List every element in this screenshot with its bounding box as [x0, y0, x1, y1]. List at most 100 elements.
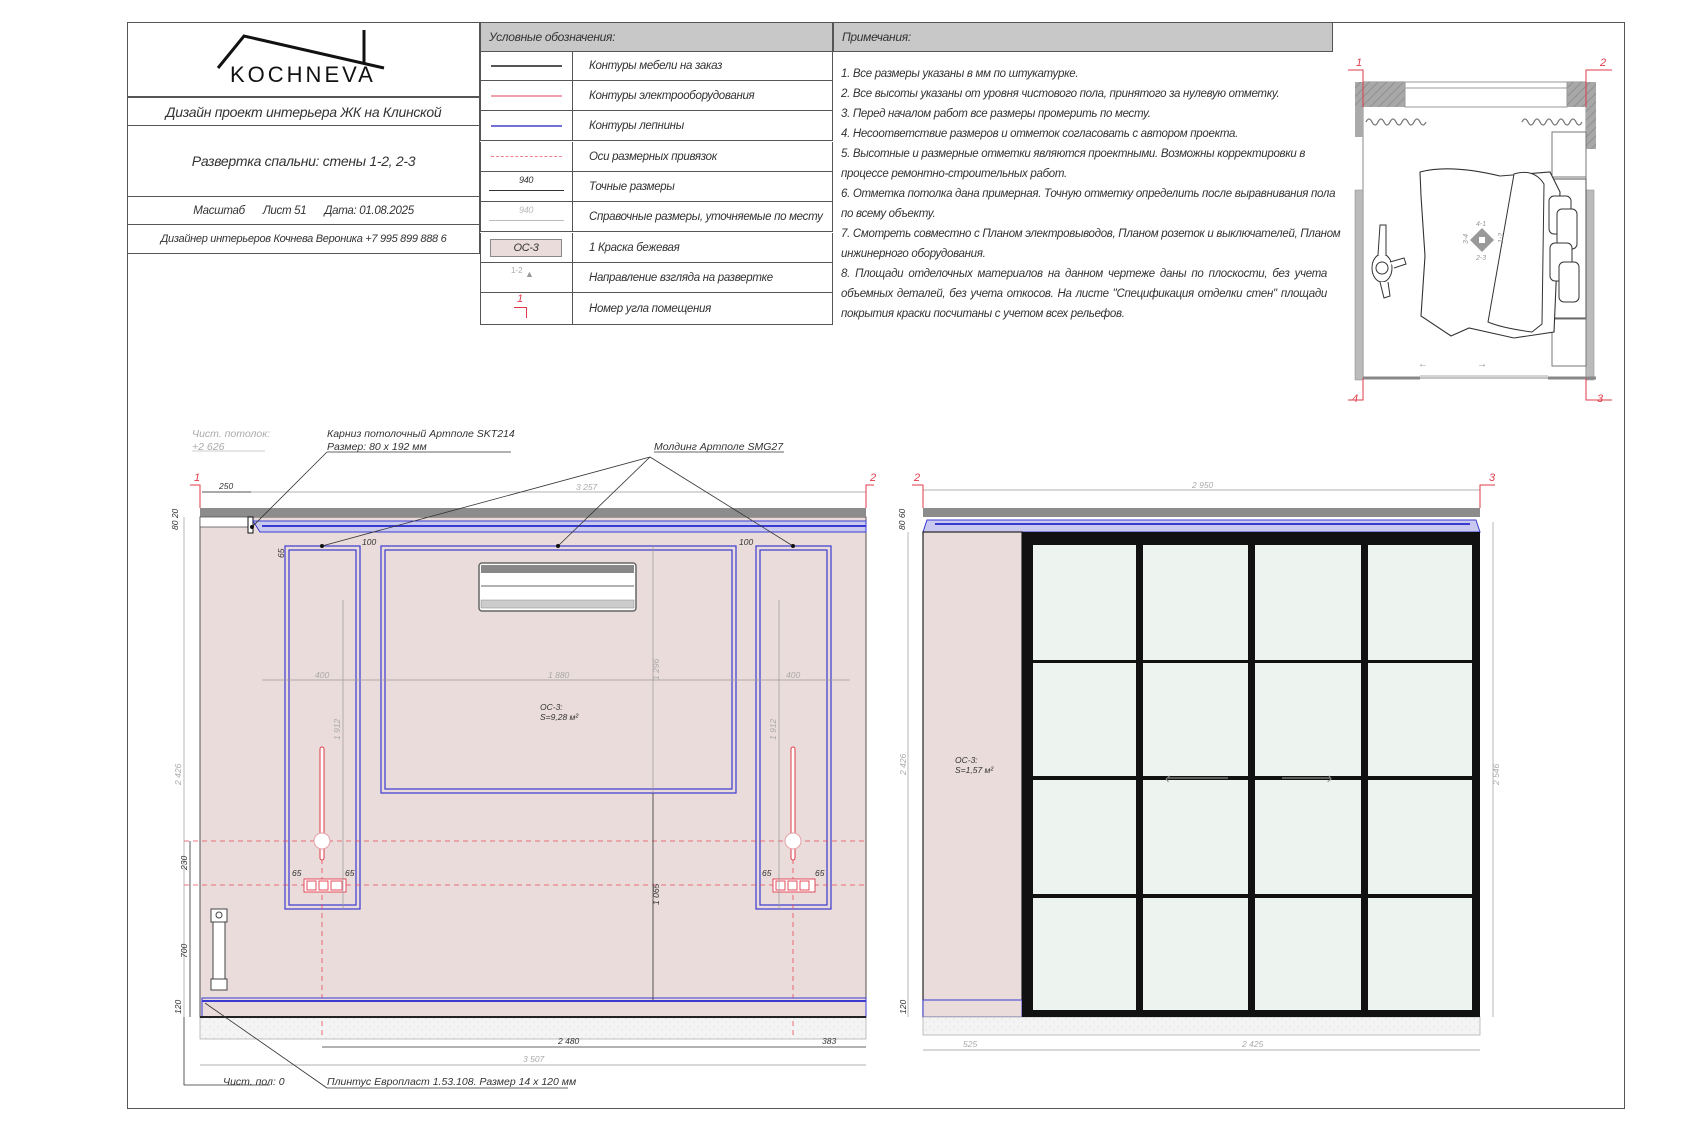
- note-line: инжинерного оборудования.: [841, 248, 986, 260]
- dimension-label: 120: [898, 1000, 908, 1014]
- note-line: 4. Несоответствие размеров и отметок сог…: [841, 128, 1238, 140]
- ceiling-slab: [923, 508, 1480, 517]
- axis-line-icon: [491, 156, 562, 157]
- dimension-label: 525: [963, 1039, 977, 1049]
- dimension-line-icon: [489, 190, 564, 191]
- dimension-sample: 940: [519, 205, 534, 215]
- socket-block-left: [303, 878, 347, 893]
- wardrobe-glass-pane: [1368, 780, 1472, 894]
- legend-label: Номер угла помещения: [589, 302, 711, 315]
- skirting-board: [200, 997, 867, 1018]
- note-line: покрытия краски посчитаны с учетом всех …: [841, 308, 1125, 320]
- sliding-wardrobe: [1022, 532, 1480, 1017]
- dimension-label: 1 296: [651, 658, 661, 680]
- dimension-label: 80 60: [897, 508, 907, 530]
- floor-plan: 4-1 1-2 2-3 3-4 ← → 1 2 3 4: [1348, 57, 1612, 405]
- wall-sconce-left: [313, 746, 331, 861]
- skirting-board: [922, 999, 1023, 1018]
- ceiling-level-label: Чист. потолок:: [192, 428, 270, 440]
- floor-slab: [199, 1016, 867, 1040]
- logo-text: KOCHNEVA: [230, 62, 376, 87]
- legend-row: 1-2 ▲ Направление взгляда на развертке: [480, 263, 833, 293]
- legend-label: 1 Краска бежевая: [589, 241, 680, 254]
- legend-label: Контуры электрооборудования: [589, 89, 755, 102]
- dimension-label: 120: [173, 1000, 183, 1014]
- floor-slab: [922, 1016, 1481, 1036]
- dimension-label: 1 065: [651, 883, 661, 905]
- elevation-wall-2-3: ‹ › 2 3 ОС-3: S=1,57 м² 2 950 80 60 2 42…: [897, 472, 1501, 1051]
- paint-area: S=1,57 м²: [955, 765, 994, 775]
- person-icon: [1371, 224, 1407, 299]
- wardrobe-glass-pane: [1143, 663, 1248, 776]
- note-line: объемных деталей, без учета откосов. На …: [841, 288, 1327, 300]
- note-line: 3. Перед началом работ все размеры проме…: [841, 108, 1151, 120]
- ceiling-level-value: +2 626: [192, 441, 225, 453]
- legend-label: Контуры мебели на заказ: [589, 59, 723, 72]
- wardrobe-glass-pane: [1255, 545, 1361, 660]
- dimension-label: 1 912: [332, 718, 342, 740]
- dimension-label: 3 257: [576, 482, 598, 492]
- elevation-wall-1-2: 1 2 Чист. потолок: +2 626 Карниз потолоч…: [170, 428, 876, 1089]
- corner-number: 2: [1599, 57, 1606, 69]
- legend-header: Условные обозначения:: [480, 22, 833, 52]
- dimension-label: 100: [739, 537, 753, 547]
- paint-area: S=9,28 м²: [540, 712, 579, 722]
- ceiling-slab: [200, 508, 866, 517]
- wall-hatch: [1567, 82, 1596, 107]
- legend-label: Направление взгляда на развертке: [589, 271, 773, 284]
- wardrobe-glass-pane: [1368, 545, 1472, 660]
- paint-code: ОС-3:: [955, 755, 978, 765]
- corner-mark-icon: [514, 307, 527, 318]
- cornice-callout: Карниз потолочный Артполе SKT214: [327, 428, 515, 440]
- wardrobe-glass-pane: [1033, 663, 1136, 776]
- ceiling-cornice: [922, 519, 1481, 533]
- dimension-label: 2 546: [1491, 763, 1501, 786]
- view-label: 2-3: [1475, 255, 1486, 262]
- notes-header: Примечания:: [833, 22, 1333, 52]
- wardrobe-glass-pane: [1033, 898, 1136, 1010]
- logo: KOCHNEVA: [127, 22, 480, 97]
- note-line: 6. Отметка потолка дана примерная. Точну…: [841, 188, 1336, 200]
- dimension-label: 700: [179, 944, 189, 958]
- dimension-label: 65: [815, 868, 825, 878]
- legend-row: Контуры электрооборудования: [480, 81, 833, 111]
- wardrobe-glass-pane: [1368, 898, 1472, 1010]
- legend-row: ОС-3 1 Краска бежевая: [480, 233, 833, 263]
- slide-left-arrow-icon: ‹: [1165, 770, 1171, 787]
- molding-line-icon: [491, 125, 562, 127]
- molding-callout: Молдинг Артполе SMG27: [654, 441, 784, 453]
- legend-label: Справочные размеры, уточняемые по месту: [589, 210, 823, 223]
- wardrobe-glass-pane: [1255, 780, 1361, 894]
- corner-number: 2: [869, 472, 876, 484]
- corner-number-sample: 1: [517, 293, 523, 305]
- note-line: 7. Смотреть совместно с Планом электровы…: [841, 228, 1341, 240]
- dimension-label: 1 912: [768, 718, 778, 740]
- sheet-title: Развертка спальни: стены 1-2, 2-3: [127, 126, 480, 197]
- legend-row: 940 Справочные размеры, уточняемые по ме…: [480, 202, 833, 232]
- slide-right-arrow-icon: →: [1477, 359, 1487, 370]
- legend-label: Точные размеры: [589, 180, 675, 193]
- dimension-label: 2 950: [1191, 480, 1214, 490]
- note-line: 1. Все размеры указаны в мм по штукатурк…: [841, 68, 1079, 80]
- date: Дата: 01.08.2025: [324, 204, 414, 217]
- dimension-label: 2 480: [557, 1036, 580, 1046]
- view-label: 4-1: [1476, 221, 1486, 228]
- legend-row: 940 Точные размеры: [480, 172, 833, 202]
- slide-left-arrow-icon: ←: [1418, 359, 1428, 370]
- slide-right-arrow-icon: ›: [1327, 770, 1332, 787]
- dimension-label: 2 426: [898, 753, 908, 776]
- dimension-label: 3 507: [523, 1054, 545, 1064]
- legend-row: Контуры лепнины: [480, 111, 833, 141]
- floor-level-label: Чист. пол: 0: [223, 1076, 285, 1088]
- skirting-callout: Плинтус Европласт 1.53.108. Размер 14 х …: [327, 1076, 576, 1088]
- wardrobe-glass-pane: [1143, 780, 1248, 894]
- dimension-label: 2 426: [173, 763, 183, 786]
- paint-code: ОС-3:: [540, 702, 563, 712]
- cornice-size: Размер: 80 х 192 мм: [327, 441, 427, 453]
- logo-roof-icon: KOCHNEVA: [216, 30, 384, 87]
- dimension-label: 65: [762, 868, 772, 878]
- view-label: 1-2: [1498, 233, 1505, 243]
- dimension-label: 2 425: [1241, 1039, 1264, 1049]
- corner-number: 4: [1352, 393, 1358, 405]
